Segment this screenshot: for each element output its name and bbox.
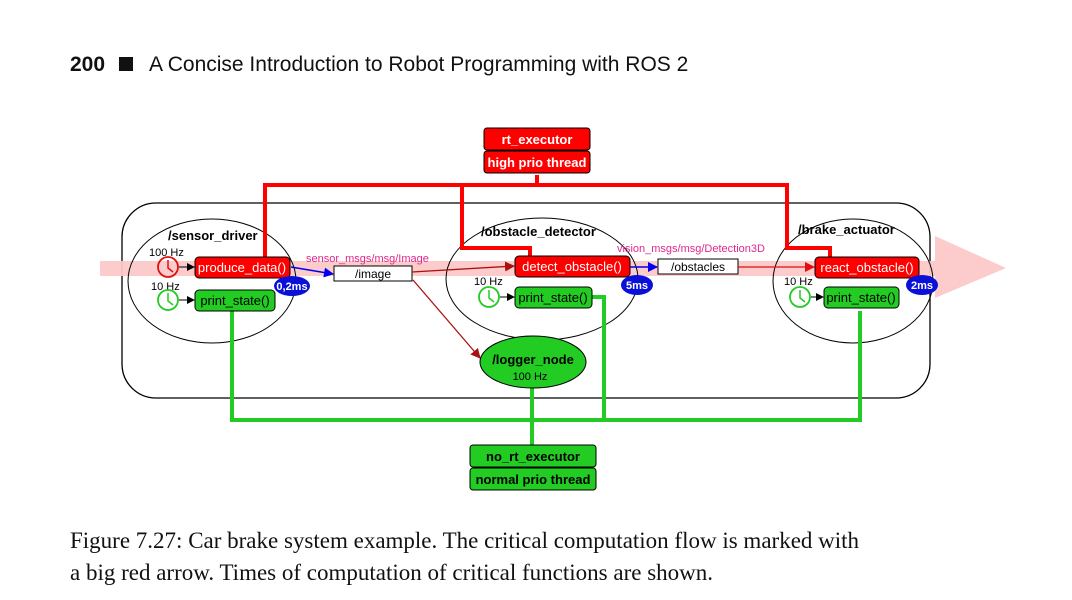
caption-line-2: a big red arrow. Times of computation of…	[70, 560, 714, 585]
produce-data-label: produce_data()	[198, 260, 286, 275]
sensor-driver-node[interactable]: /sensor_driver 100 Hz produce_data() 10 …	[149, 228, 310, 312]
sensor-driver-label: /sensor_driver	[168, 228, 258, 243]
obstacle-detector-print-state-callback[interactable]	[514, 286, 593, 309]
page-header: 200 A Concise Introduction to Robot Progr…	[70, 53, 688, 77]
clock-icon	[157, 289, 179, 311]
no-rt-executor-name: no_rt_executor	[486, 449, 580, 464]
rt-executor[interactable]: rt_executor high prio thread	[483, 127, 591, 174]
obstacles-topic[interactable]: vision_msgs/msg/Detection3D /obstacles	[617, 243, 815, 275]
logger-node-rate: 100 Hz	[513, 371, 548, 383]
produce-data-callback[interactable]	[194, 256, 291, 279]
obstacle-detector-slow-rate: 10 Hz	[474, 276, 503, 288]
no-rt-executor[interactable]: no_rt_executor normal prio thread	[469, 444, 597, 491]
rt-executor-thread: high prio thread	[488, 155, 587, 170]
timing-badge	[906, 275, 938, 295]
clock-icon	[157, 256, 179, 278]
print-state-label: print_state()	[826, 290, 895, 305]
subscribe-arrow-detector	[411, 261, 515, 273]
page-number: 200	[70, 53, 106, 76]
timing-badge-label: 0,2ms	[276, 281, 307, 293]
brake-actuator-slow-rate: 10 Hz	[784, 276, 813, 288]
sensor-driver-slow-rate: 10 Hz	[151, 281, 180, 293]
react-obstacle-callback[interactable]	[814, 256, 920, 279]
image-topic-box[interactable]	[333, 265, 413, 282]
obstacle-detector-label: /obstacle_detector	[481, 224, 596, 239]
image-msg-type: sensor_msgs/msg/Image	[306, 253, 429, 265]
clock-icon	[789, 286, 811, 308]
brake-actuator-label: /brake_actuator	[798, 222, 895, 237]
logger-node[interactable]: /logger_node 100 Hz	[479, 335, 587, 389]
obstacles-topic-label: /obstacles	[671, 260, 725, 274]
sensor-driver-print-state-callback[interactable]	[194, 289, 276, 312]
brake-actuator-node[interactable]: /brake_actuator react_obstacle() 10 Hz p…	[784, 222, 938, 309]
logger-node-label: /logger_node	[492, 352, 574, 367]
figure-caption: Figure 7.27: Car brake system example. T…	[70, 525, 1050, 589]
subscribe-arrow-logger	[412, 279, 481, 359]
no-rt-executor-thread: normal prio thread	[476, 472, 591, 487]
timing-badge	[274, 276, 310, 296]
obstacle-detector-node[interactable]: /obstacle_detector detect_obstacle() 10 …	[474, 224, 653, 309]
react-obstacle-label: react_obstacle()	[820, 260, 913, 275]
rt-executor-wiring	[263, 175, 832, 257]
header-separator-square	[119, 57, 134, 71]
process-container	[121, 202, 931, 399]
obstacles-msg-type: vision_msgs/msg/Detection3D	[617, 243, 765, 255]
sensor-driver-fast-rate: 100 Hz	[149, 247, 184, 259]
image-topic-label: /image	[355, 267, 391, 281]
no-rt-executor-wiring	[230, 295, 862, 445]
detect-obstacle-label: detect_obstacle()	[522, 259, 622, 274]
clock-icon	[478, 286, 500, 308]
timing-badge-label: 2ms	[911, 280, 933, 292]
publish-arrow	[290, 266, 334, 278]
print-state-label: print_state()	[200, 293, 269, 308]
book-title: A Concise Introduction to Robot Programm…	[149, 53, 689, 76]
brake-actuator-print-state-callback[interactable]	[823, 286, 900, 309]
caption-line-1: Figure 7.27: Car brake system example. T…	[70, 528, 860, 553]
image-topic[interactable]: sensor_msgs/msg/Image /image	[290, 253, 515, 359]
timing-badge-label: 5ms	[626, 280, 648, 292]
print-state-label: print_state()	[518, 290, 587, 305]
rt-executor-name: rt_executor	[502, 132, 573, 147]
logger-node-ellipse[interactable]	[479, 335, 587, 389]
timing-badge	[621, 275, 653, 295]
